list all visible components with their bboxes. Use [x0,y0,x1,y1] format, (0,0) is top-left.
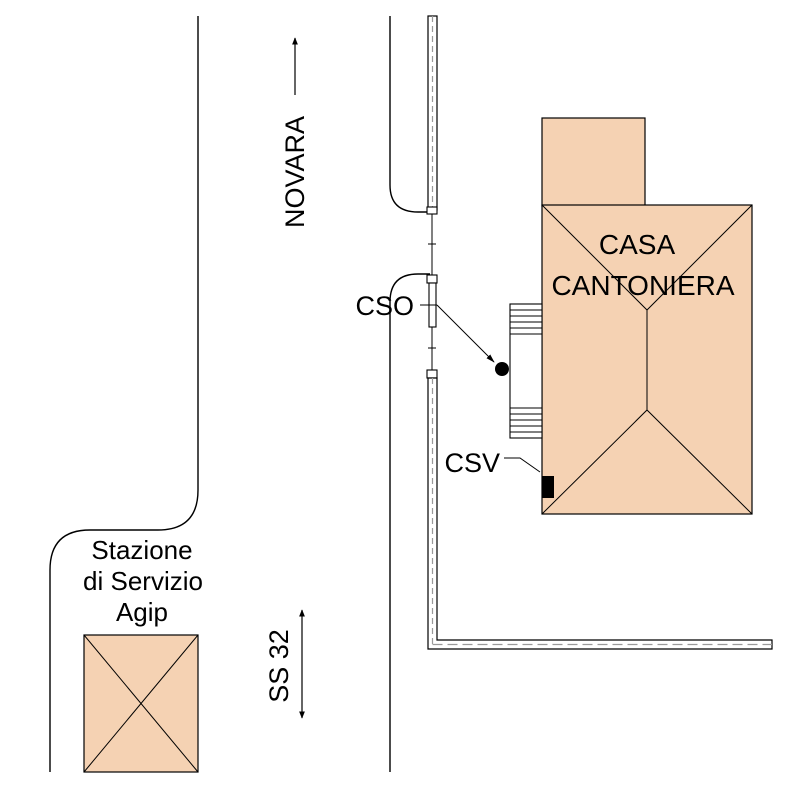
cso-label: CSO [355,291,414,321]
csv-label: CSV [444,448,500,478]
csv-box [542,476,554,498]
entrance-steps [509,303,543,439]
building-label-line-1: CASA [599,229,676,260]
csv-marker [504,457,554,498]
station-label-line-2: di Servizio [83,566,203,596]
cso-marker [420,304,509,376]
road-label-ss32: SS 32 [264,629,294,703]
boundary-wall-upper [427,15,438,211]
building-casa-cantoniera [541,204,753,515]
direction-label-novara: NOVARA [280,116,310,228]
building-station-agip [83,634,199,773]
cso-dot [495,362,509,376]
building-annex [541,117,646,207]
road-edge-left [49,16,199,772]
building-label-line-2: CANTONIERA [551,270,734,301]
station-label-line-3: Agip [116,597,168,627]
station-label-line-1: Stazione [91,535,192,565]
road-edge-right-upper [389,16,430,213]
road-edge-right-lower [389,273,430,772]
gate-posts [426,206,438,379]
boundary-wall-lower [427,377,773,650]
